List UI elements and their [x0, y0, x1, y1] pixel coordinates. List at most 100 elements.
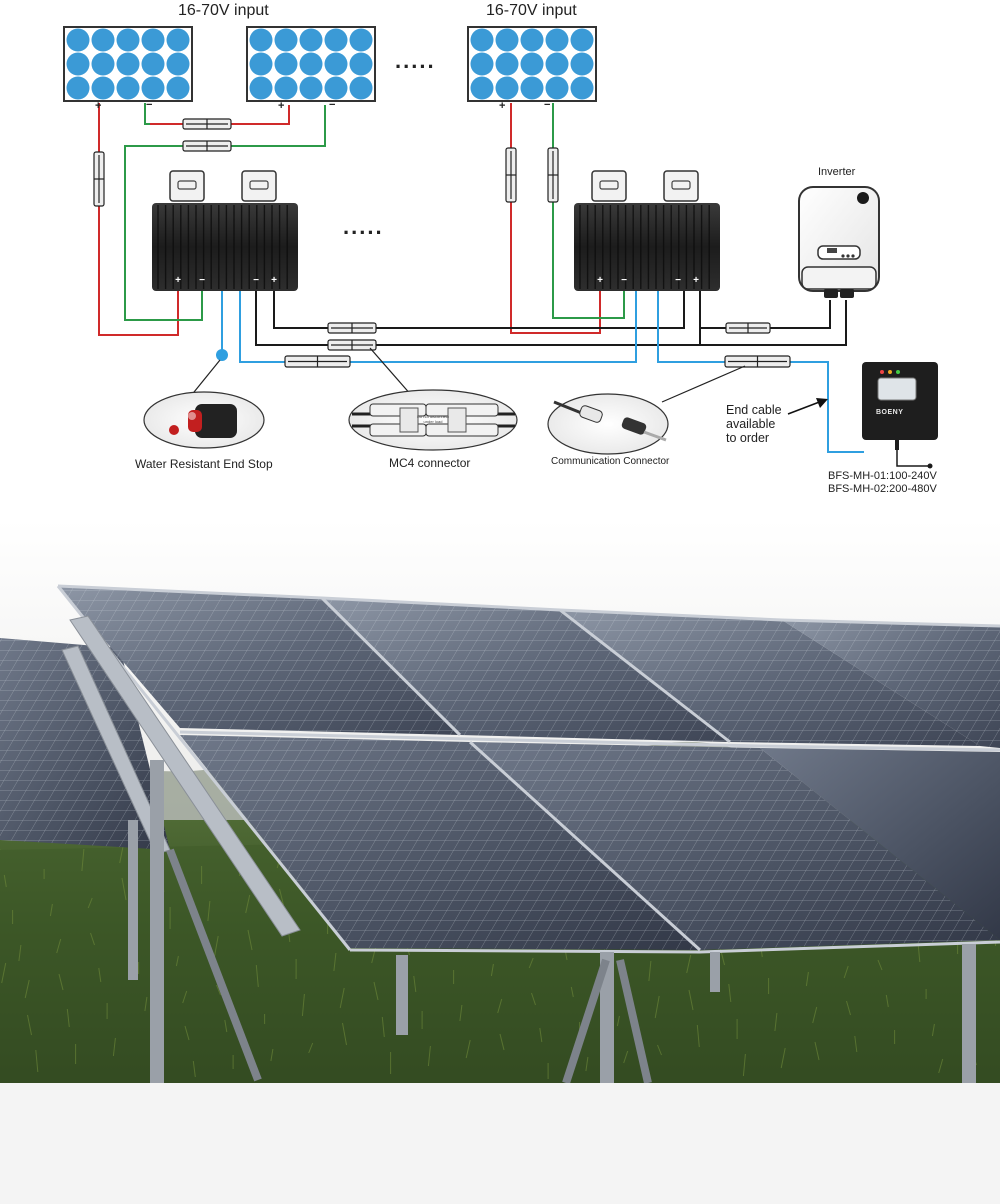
- controller-brand: BOENY: [876, 409, 904, 416]
- blue-communication-wires: [221, 290, 864, 453]
- svg-text:−: −: [199, 275, 205, 286]
- panel-cell: [141, 52, 165, 76]
- panel3-plus: +: [499, 100, 506, 112]
- panel-cell: [545, 76, 569, 100]
- panel-cell: [324, 28, 348, 52]
- end-stop-dot: [216, 349, 228, 361]
- mc4-connector: [93, 151, 105, 207]
- panel-cell: [66, 52, 90, 76]
- svg-text:−: −: [675, 275, 681, 286]
- panel-cell: [349, 76, 373, 100]
- panel-input-label-left: 16-70V input: [178, 2, 269, 19]
- panel3-minus: −: [544, 99, 551, 111]
- end-cable-line-1: End cable: [726, 403, 782, 417]
- solar-panel-1: [63, 26, 193, 102]
- panel-cell: [470, 76, 494, 100]
- panel-cell: [545, 28, 569, 52]
- end-stop-callout: [143, 359, 265, 449]
- panel-cell: [166, 52, 190, 76]
- panel-cell: [141, 76, 165, 100]
- panel1-plus: +: [95, 100, 102, 112]
- solar-field-photo: [0, 520, 1000, 1083]
- model-2: BFS-MH-02:200-480V: [828, 483, 937, 495]
- mc4-connector: [182, 140, 232, 152]
- panel-cell: [141, 28, 165, 52]
- end-stop-label: Water Resistant End Stop: [135, 457, 273, 471]
- mc4-warning-text-1: Do not disconnect: [417, 414, 450, 419]
- panel-cell: [249, 52, 273, 76]
- panel-cell: [91, 52, 115, 76]
- panel-cell: [66, 28, 90, 52]
- svg-text:+: +: [597, 275, 603, 286]
- panel-cell: [495, 28, 519, 52]
- mc4-connector: [547, 147, 559, 203]
- panel-cell: [495, 52, 519, 76]
- panel-cell: [299, 52, 323, 76]
- mc4-callout: Do not disconnect under load: [348, 347, 518, 451]
- panel-cell: [274, 52, 298, 76]
- monitoring-controller: [862, 362, 938, 469]
- end-cable-line-2: available: [726, 417, 776, 431]
- svg-text:−: −: [253, 275, 259, 286]
- panel-cell: [570, 28, 594, 52]
- bottom-spacer: [0, 1083, 1000, 1204]
- panel-cell: [91, 28, 115, 52]
- svg-text:+: +: [693, 275, 699, 286]
- panel2-plus: +: [278, 100, 285, 112]
- mc4-connector: [327, 322, 377, 334]
- panel-cell: [470, 28, 494, 52]
- panel-cell: [116, 28, 140, 52]
- wiring-diagram: + − − + + − − +: [0, 0, 1000, 520]
- panel-input-label-right: 16-70V input: [486, 2, 577, 19]
- optimizer-left: + − − +: [152, 170, 298, 291]
- panel-cell: [166, 76, 190, 100]
- model-1: BFS-MH-01:100-240V: [828, 470, 937, 482]
- svg-text:−: −: [621, 275, 627, 286]
- end-cable-arrow: [787, 398, 828, 415]
- panel-cell: [545, 52, 569, 76]
- svg-text:+: +: [175, 275, 181, 286]
- mc4-warning-text-2: under load: [424, 419, 443, 424]
- end-cable-note: End cable available to order: [726, 403, 782, 445]
- solar-field-illustration: [0, 520, 1000, 1083]
- panel-cell: [470, 52, 494, 76]
- model-list: BFS-MH-01:100-240V BFS-MH-02:200-480V: [828, 470, 937, 496]
- panels-ellipsis: .....: [395, 48, 436, 73]
- panel-cell: [299, 76, 323, 100]
- panel-cell: [249, 76, 273, 100]
- panel-cell: [520, 28, 544, 52]
- black-output-wires: [255, 290, 847, 346]
- panel-cell: [249, 28, 273, 52]
- optimizers-ellipsis: .....: [343, 214, 384, 239]
- inverter: [798, 186, 880, 298]
- panel-cell: [91, 76, 115, 100]
- mc4-connector: [505, 147, 517, 203]
- mc4-connector: [725, 322, 771, 334]
- mc4-connector: [284, 355, 351, 368]
- panel2-minus: −: [329, 99, 336, 111]
- comm-connector-callout: [547, 365, 746, 455]
- panel-cell: [520, 76, 544, 100]
- panel-cell: [349, 28, 373, 52]
- panel-cell: [274, 76, 298, 100]
- panel-cell: [166, 28, 190, 52]
- solar-panel-2: [246, 26, 376, 102]
- wiring-diagram-graphic: + − − + + − − +: [63, 26, 938, 469]
- mc4-inline-connectors: [93, 118, 791, 368]
- optimizer-right: + − − +: [574, 170, 720, 291]
- end-cable-line-3: to order: [726, 431, 770, 445]
- mc4-connector: [724, 355, 791, 368]
- panel-cell: [570, 76, 594, 100]
- panel-cell: [274, 28, 298, 52]
- panel1-minus: −: [146, 99, 153, 111]
- red-positive-wires: [98, 103, 601, 336]
- panel-cell: [299, 28, 323, 52]
- panel-cell: [66, 76, 90, 100]
- panel-cell: [324, 52, 348, 76]
- inverter-label: Inverter: [818, 166, 856, 178]
- panel-cell: [349, 52, 373, 76]
- svg-text:+: +: [271, 275, 277, 286]
- mc4-label: MC4 connector: [389, 456, 471, 470]
- panel-cell: [495, 76, 519, 100]
- panel-cell: [570, 52, 594, 76]
